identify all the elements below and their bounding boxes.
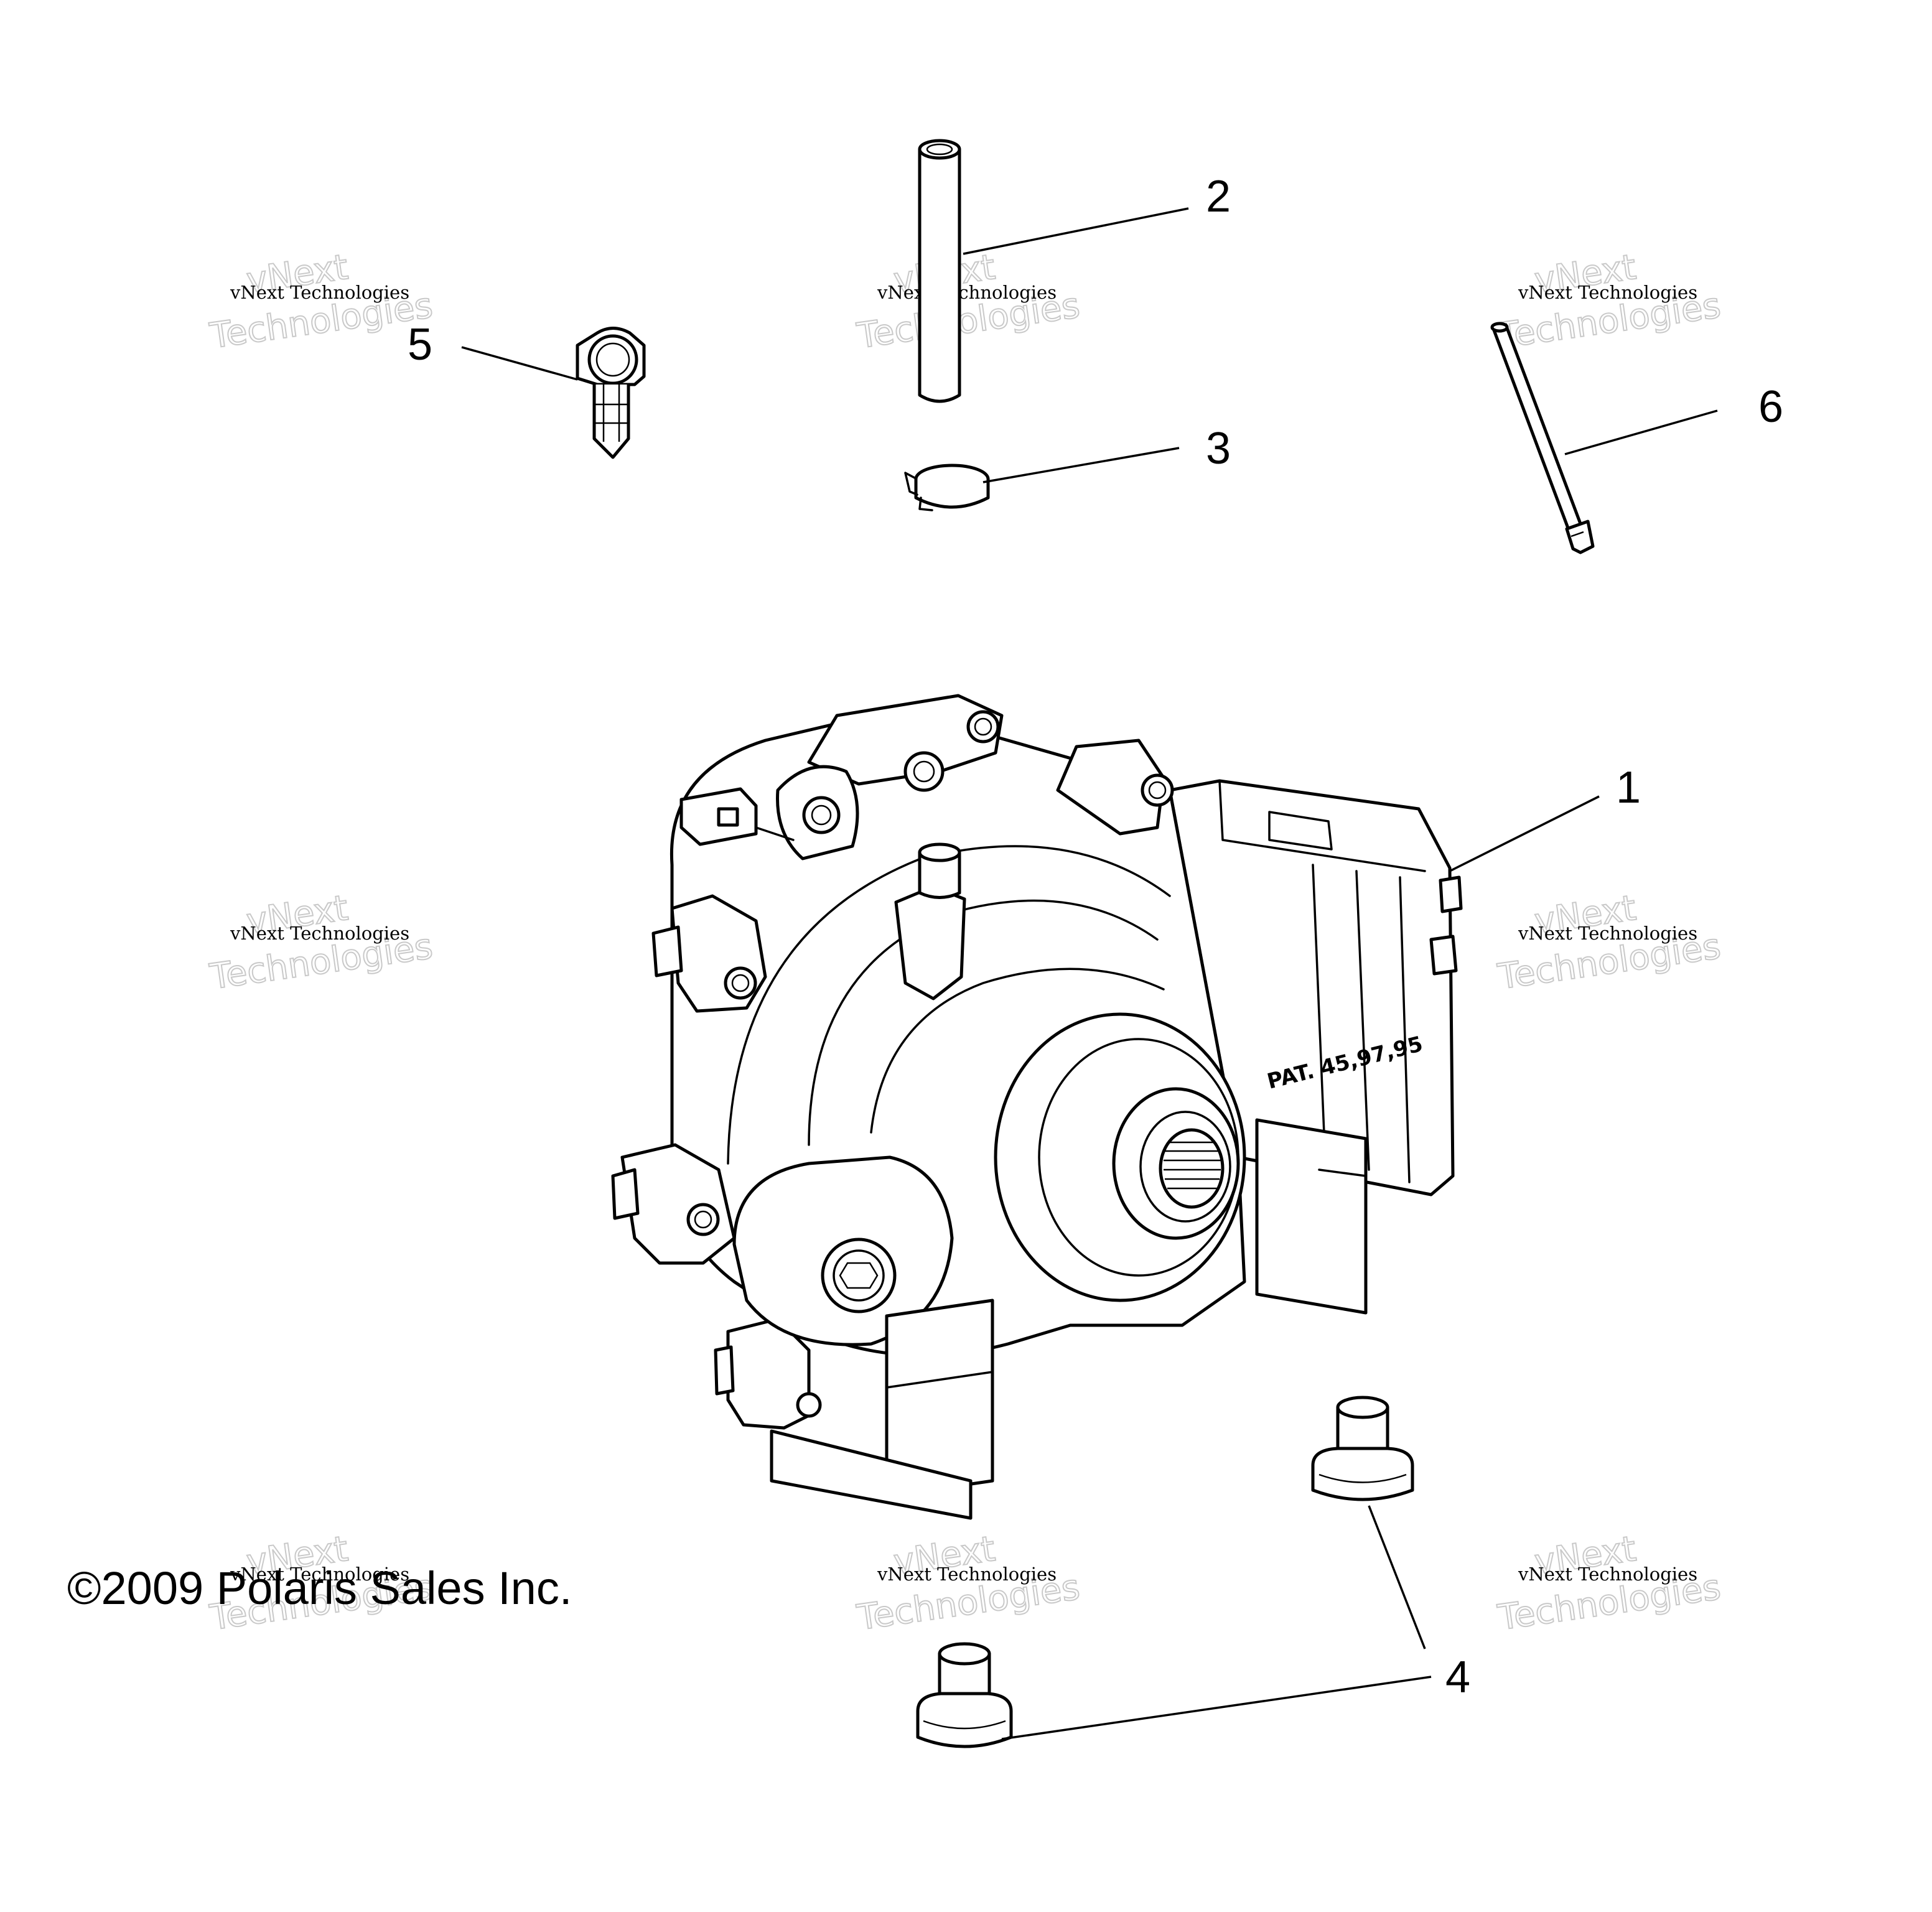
part-4-bolt-upper[interactable] [1311,1396,1414,1501]
part-5-fitting[interactable] [576,327,646,459]
copyright-notice: ©2009 Polaris Sales Inc. [67,1562,572,1614]
watermark-text: vNext Technologies [1518,282,1697,303]
leader-line-2 [963,207,1189,255]
part-3-clamp[interactable] [904,464,990,511]
callout-3[interactable]: 3 [1206,424,1231,473]
callout-1[interactable]: 1 [1616,763,1641,813]
callout-4[interactable]: 4 [1445,1653,1470,1702]
watermark-text: vNext Technologies [1518,1564,1697,1585]
leader-line-6 [1564,409,1718,455]
leader-line-4b [1001,1676,1432,1740]
watermark-text: vNext Technologies [877,282,1057,303]
part-4-bolt-lower[interactable] [916,1642,1013,1748]
watermark-text: vNext Technologies [230,923,409,944]
leader-line-4a [1368,1505,1426,1649]
leader-line-1 [1449,795,1600,872]
watermark-text: vNext Technologies [230,1564,409,1585]
watermark-text: vNext Technologies [1518,923,1697,944]
leader-line-5 [461,346,578,381]
part-6-rod[interactable] [1490,322,1595,554]
callout-2[interactable]: 2 [1206,172,1231,222]
callout-5[interactable]: 5 [408,320,432,370]
part-1-gearcase[interactable]: PAT. 45,97,95 [611,694,1463,1520]
part-2-tube[interactable] [918,139,961,403]
watermark-text: vNext Technologies [230,282,409,303]
callout-6[interactable]: 6 [1758,382,1783,432]
leader-line-3 [982,447,1180,483]
watermark-text: vNext Technologies [877,1564,1057,1585]
